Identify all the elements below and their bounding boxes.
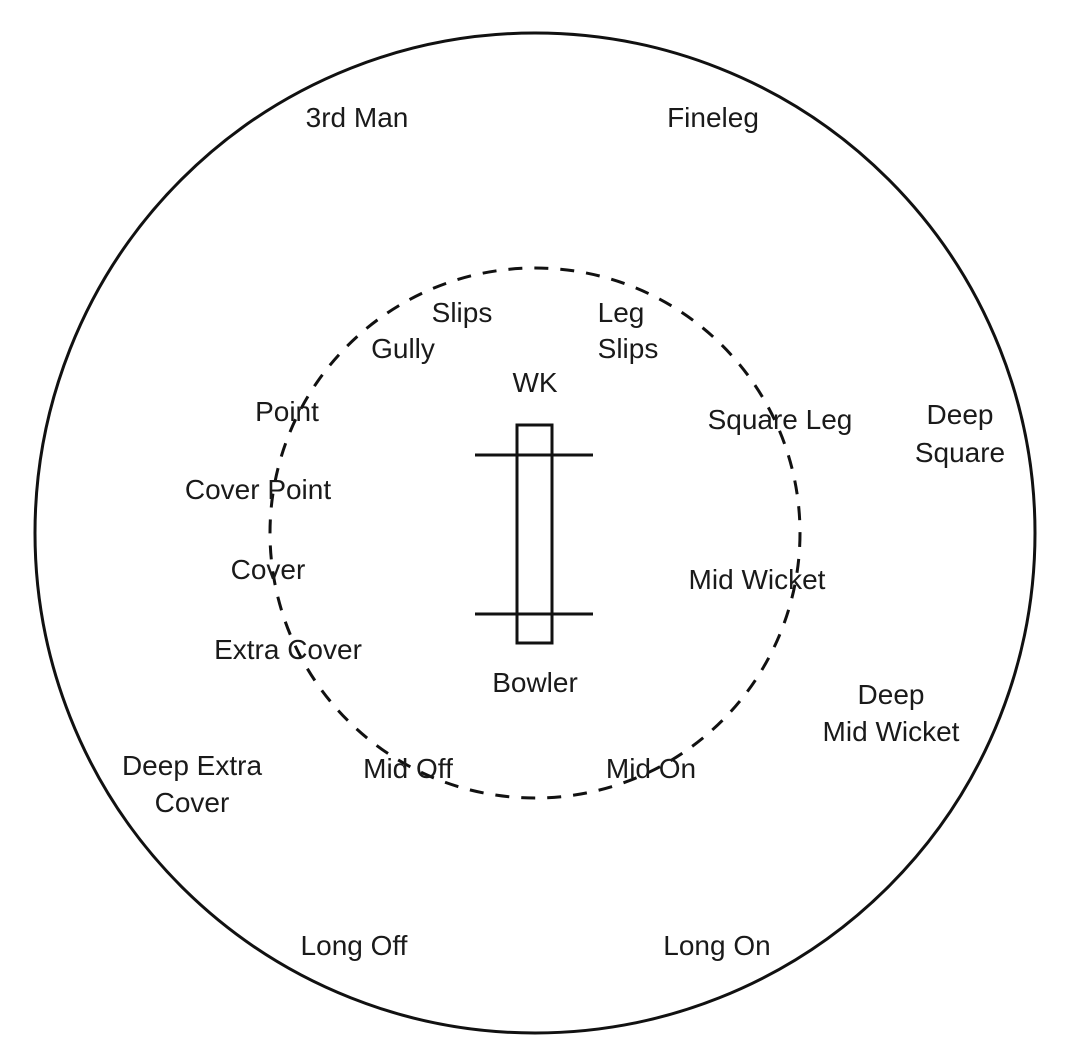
label-square-leg: Square Leg xyxy=(708,404,853,435)
label-leg-slips-2: Slips xyxy=(598,333,659,364)
label-point: Point xyxy=(255,396,319,427)
label-wk: WK xyxy=(512,367,557,398)
label-deep-mid-wicket-1: Deep xyxy=(858,679,925,710)
label-gully: Gully xyxy=(371,333,435,364)
label-bowler: Bowler xyxy=(492,667,578,698)
label-deep-square-1: Deep xyxy=(927,399,994,430)
label-deep-mid-wicket-2: Mid Wicket xyxy=(823,716,960,747)
label-third-man: 3rd Man xyxy=(306,102,409,133)
label-leg-slips-1: Leg xyxy=(598,297,645,328)
label-fineleg: Fineleg xyxy=(667,102,759,133)
label-cover-point: Cover Point xyxy=(185,474,332,505)
boundary-circle xyxy=(33,31,1037,1035)
label-cover: Cover xyxy=(231,554,306,585)
label-mid-on: Mid On xyxy=(606,753,696,784)
label-long-on: Long On xyxy=(663,930,770,961)
label-slips: Slips xyxy=(432,297,493,328)
label-mid-wicket: Mid Wicket xyxy=(689,564,826,595)
label-deep-extra-cover-2: Cover xyxy=(155,787,230,818)
pitch xyxy=(515,423,554,645)
inner-circle xyxy=(268,266,802,800)
label-deep-square-2: Square xyxy=(915,437,1005,468)
label-long-off: Long Off xyxy=(301,930,408,961)
label-extra-cover: Extra Cover xyxy=(214,634,362,665)
label-deep-extra-cover-1: Deep Extra xyxy=(122,750,262,781)
label-mid-off: Mid Off xyxy=(363,753,453,784)
